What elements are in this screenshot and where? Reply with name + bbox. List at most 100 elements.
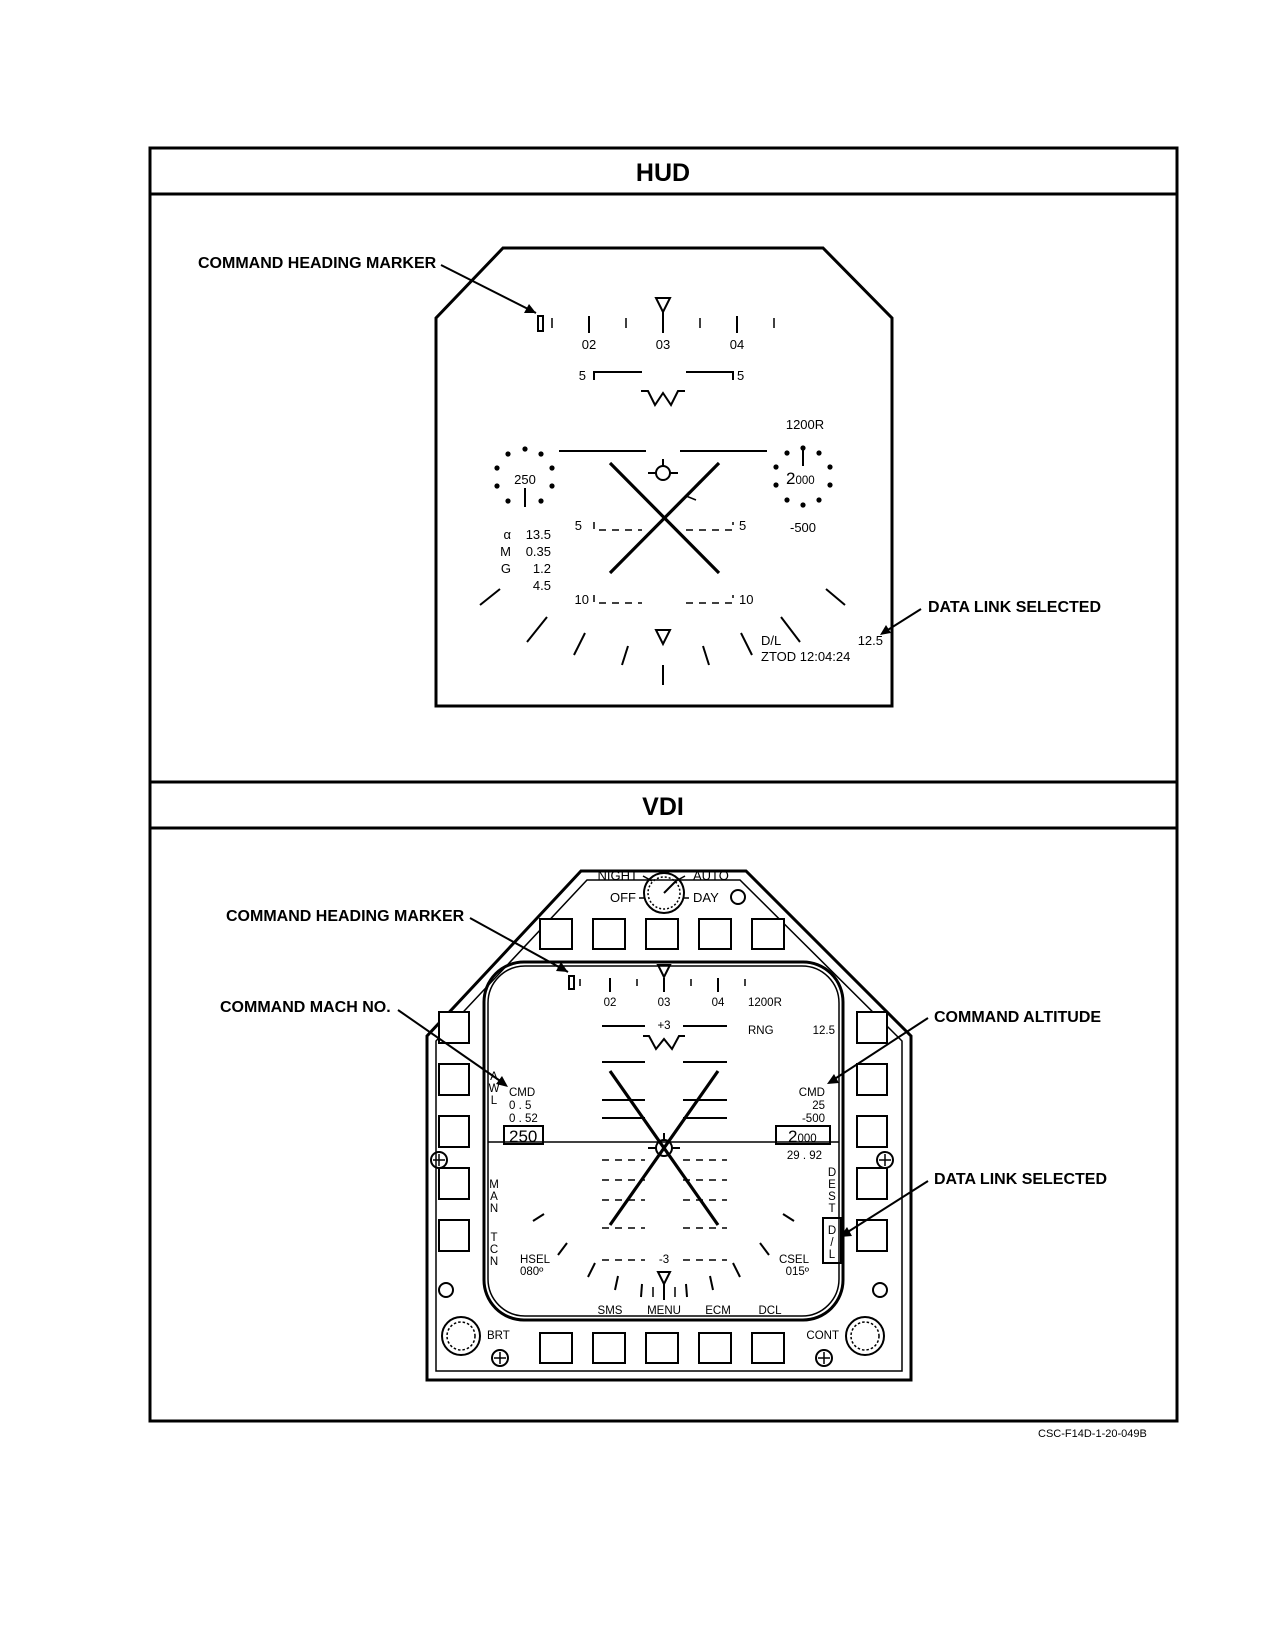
svg-text:CMD: CMD — [799, 1087, 825, 1099]
vdi-left-button-awl[interactable] — [438, 1063, 470, 1096]
vdi-top-buttons[interactable] — [539, 918, 785, 950]
hud-heading-04: 04 — [730, 337, 744, 352]
vdi-break-x — [608, 1070, 720, 1226]
hud-range: 1200R — [786, 417, 824, 432]
vdi-top-button-2[interactable] — [592, 918, 626, 950]
vdi-waterline-symbol — [643, 1035, 685, 1051]
vdi-heading-02: 02 — [604, 997, 617, 1009]
vdi-mode-knob[interactable]: NIGHT AUTO OFF DAY — [598, 868, 729, 914]
hud-combiner-outline — [434, 246, 894, 708]
svg-text:0 . 5: 0 . 5 — [509, 1100, 531, 1112]
vdi-right-button-3[interactable] — [856, 1115, 888, 1148]
vdi-altitude-small: 000 — [797, 1133, 816, 1145]
vdi-label-dest: D E S T — [828, 1167, 836, 1215]
svg-text:CMD: CMD — [509, 1087, 535, 1099]
svg-text:5: 5 — [579, 368, 586, 383]
hud-vertical-velocity: -500 — [790, 520, 816, 535]
vdi-command-altitude: CMD 25 -500 — [799, 1087, 825, 1125]
vdi-top-button-4[interactable] — [698, 918, 732, 950]
hud-heading-03: 03 — [656, 337, 670, 352]
vdi-right-buttons[interactable] — [856, 1011, 888, 1252]
vdi-left-button-1[interactable] — [438, 1011, 470, 1044]
hud-altitude-big: 2 — [786, 469, 795, 488]
hud-range-value: 12.5 — [858, 633, 883, 648]
screw-icon — [430, 1151, 448, 1169]
svg-text:0 . 52: 0 . 52 — [509, 1113, 538, 1125]
vdi-light-sensor — [730, 889, 746, 905]
vdi-left-buttons[interactable] — [438, 1011, 470, 1252]
hud-display: 02 03 04 5 5 — [198, 246, 1101, 708]
vdi-knob-auto: AUTO — [693, 868, 729, 883]
vdi-bottom-button-sms[interactable] — [539, 1332, 573, 1364]
vdi-option-dcl: DCL — [758, 1305, 782, 1317]
vdi-section-title: VDI — [642, 793, 684, 821]
hud-flight-data: α 13.5 M 0.35 G 1.2 4.5 — [500, 527, 551, 593]
vdi-airspeed: 250 — [509, 1127, 537, 1146]
svg-text:S: S — [828, 1191, 836, 1203]
vdi-display: NIGHT AUTO OFF DAY — [220, 868, 1107, 1382]
vdi-bank-scale — [532, 1213, 795, 1300]
vdi-bottom-buttons[interactable] — [539, 1332, 785, 1364]
vdi-csel-value: 015º — [786, 1266, 810, 1278]
svg-text:25: 25 — [812, 1100, 825, 1112]
figure-frame — [148, 146, 1179, 1423]
vdi-heading-04: 04 — [712, 997, 725, 1009]
vdi-brightness-knob[interactable] — [441, 1316, 481, 1356]
vdi-right-button-1[interactable] — [856, 1011, 888, 1044]
svg-text:5: 5 — [575, 518, 582, 533]
vdi-top-button-1[interactable] — [539, 918, 573, 950]
hud-command-heading-marker — [537, 315, 544, 332]
vdi-altitude-box — [775, 1125, 831, 1145]
vdi-command-mach: CMD 0 . 5 0 . 52 — [509, 1087, 538, 1125]
hud-waterline-symbol — [641, 390, 685, 407]
hud-pitch-ladder-minus10: 10 10 — [575, 592, 754, 607]
vdi-left-button-3[interactable] — [438, 1115, 470, 1148]
svg-text:M: M — [489, 1179, 499, 1191]
vdi-knob-day: DAY — [693, 890, 719, 905]
vdi-command-heading-marker — [568, 975, 575, 990]
svg-text:N: N — [490, 1203, 498, 1215]
hud-pitch-ladder-minus5: 5 5 — [575, 518, 746, 533]
vdi-top-button-5[interactable] — [751, 918, 785, 950]
hud-section-title: HUD — [636, 159, 690, 187]
vdi-callout-data-link: DATA LINK SELECTED — [934, 1171, 1107, 1188]
hud-ztod: ZTOD 12:04:24 — [761, 649, 850, 664]
vdi-range-value: 12.5 — [813, 1025, 835, 1037]
svg-text:T: T — [490, 1232, 497, 1244]
vdi-bottom-button-menu-left[interactable] — [592, 1332, 626, 1364]
hud-bank-scale — [479, 588, 846, 685]
screw-icon — [876, 1151, 894, 1169]
vdi-contrast-knob[interactable] — [845, 1316, 885, 1356]
vdi-velocity-vector — [648, 1133, 680, 1157]
vdi-bezel-outline — [425, 869, 913, 1382]
vdi-knob-night: NIGHT — [598, 868, 639, 883]
vdi-bottom-button-menu[interactable] — [645, 1332, 679, 1364]
vdi-callout-command-altitude: COMMAND ALTITUDE — [934, 1009, 1101, 1026]
svg-text:D: D — [828, 1225, 836, 1237]
svg-text:13.5: 13.5 — [526, 527, 551, 542]
figure-id: CSC-F14D-1-20-049B — [1038, 1428, 1147, 1440]
svg-text:5: 5 — [739, 518, 746, 533]
vdi-left-button-tcn[interactable] — [438, 1219, 470, 1252]
svg-text:D: D — [828, 1167, 836, 1179]
vdi-airspeed-box — [503, 1125, 544, 1145]
vdi-bottom-button-dcl[interactable] — [751, 1332, 785, 1364]
vdi-bottom-button-ecm[interactable] — [698, 1332, 732, 1364]
vdi-right-button-2[interactable] — [856, 1063, 888, 1096]
vdi-right-button-dest[interactable] — [856, 1167, 888, 1200]
vdi-right-button-dl[interactable] — [856, 1219, 888, 1252]
vdi-altitude-big: 2 — [788, 1127, 797, 1146]
vdi-label-man: M A N — [489, 1179, 499, 1215]
svg-text:10: 10 — [575, 592, 589, 607]
svg-text:M: M — [500, 544, 511, 559]
vdi-left-button-man[interactable] — [438, 1167, 470, 1200]
svg-text:α: α — [503, 527, 511, 542]
vdi-label-tcn: T C N — [490, 1232, 498, 1268]
svg-text:5: 5 — [737, 368, 744, 383]
hud-data-link: D/L — [761, 633, 781, 648]
screw-icon — [491, 1349, 509, 1367]
hud-pitch-ladder-plus5: 5 5 — [579, 368, 744, 383]
svg-text:T: T — [828, 1203, 835, 1215]
vdi-top-button-3[interactable] — [645, 918, 679, 950]
vdi-pitch-up: +3 — [657, 1020, 670, 1032]
